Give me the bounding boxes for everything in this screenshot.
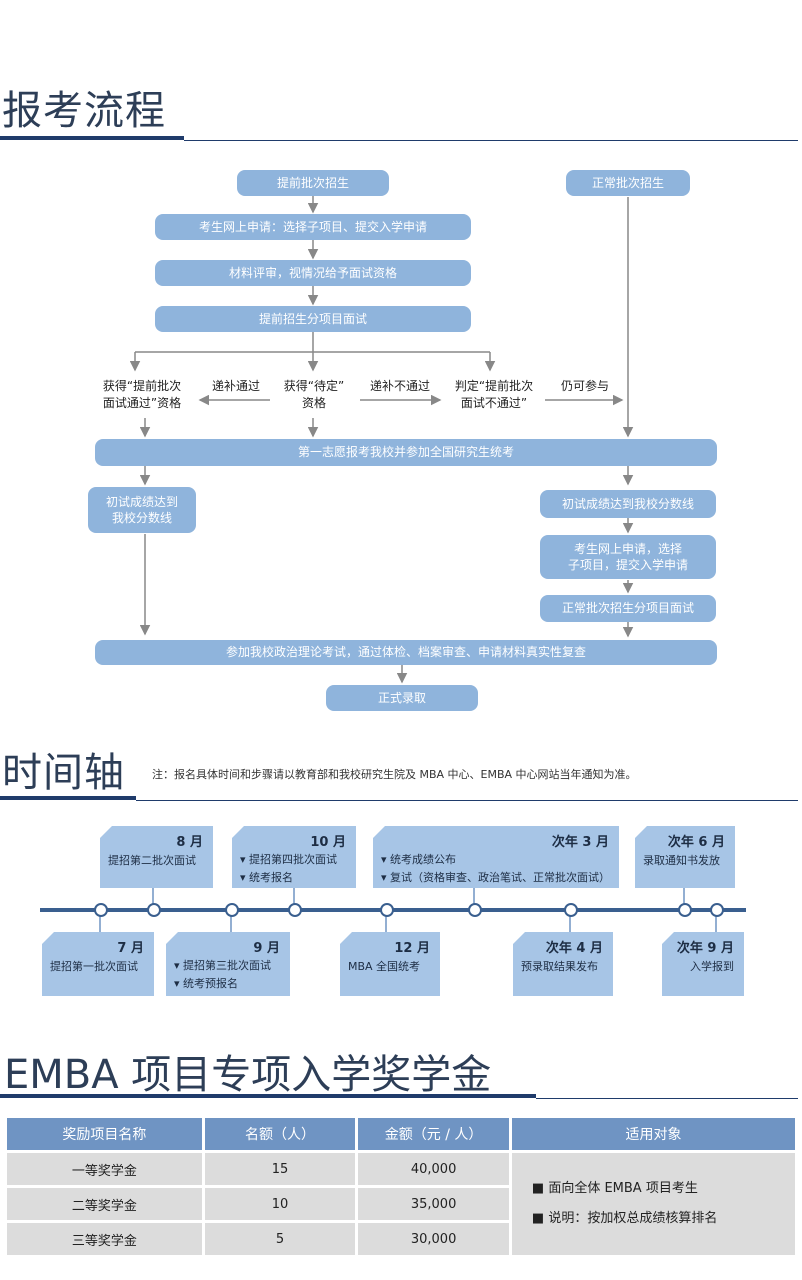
result-pass: 获得“提前批次 面试通过”资格 bbox=[102, 379, 182, 410]
timeline-title-underline bbox=[0, 796, 136, 800]
scholarship-title: EMBA 项目专项入学奖学金 bbox=[4, 1052, 492, 1098]
event-text: ▾ 复试（资格审查、政治笔试、正常批次面试） bbox=[381, 871, 611, 884]
header-cell: 奖励项目名称 bbox=[7, 1118, 202, 1150]
timeline-event-bottom: 次年 9 月 入学报到 bbox=[662, 932, 744, 996]
timeline-event-top: 次年 3 月 ▾ 统考成绩公布 ▾ 复试（资格审查、政治笔试、正常批次面试） bbox=[373, 826, 619, 888]
timeline-stems bbox=[99, 888, 717, 932]
scholarship-title-rule bbox=[536, 1098, 798, 1099]
flow-connectors bbox=[129, 195, 634, 684]
normal-batch-box: 正常批次招生 bbox=[566, 170, 690, 196]
early-interview-box: 提前招生分项目面试 bbox=[155, 306, 471, 332]
event-month: 9 月 bbox=[253, 941, 280, 956]
event-month: 10 月 bbox=[310, 835, 346, 850]
event-text: ▾ 统考预报名 bbox=[174, 977, 239, 990]
timeline-event-top: 8 月 提招第二批次面试 bbox=[100, 826, 213, 888]
supplement-fail-label: 递补不通过 bbox=[369, 379, 430, 393]
event-text: 入学报到 bbox=[690, 960, 734, 973]
online-apply-box: 考生网上申请：选择子项目、提交入学申请 bbox=[155, 214, 471, 240]
result-fail: 判定“提前批次 面试不通过” bbox=[454, 379, 534, 410]
event-month: 8 月 bbox=[176, 835, 203, 850]
timeline-dot bbox=[564, 903, 578, 917]
table-cell: 三等奖学金 bbox=[7, 1223, 202, 1255]
timeline-dot bbox=[94, 903, 108, 917]
timeline-event-bottom: 次年 4 月 预录取结果发布 bbox=[513, 932, 613, 996]
title-rule bbox=[184, 140, 798, 141]
event-text: ▾ 统考成绩公布 bbox=[381, 853, 457, 866]
event-month: 次年 9 月 bbox=[676, 941, 734, 956]
table-cell: 10 bbox=[204, 1188, 356, 1220]
result-pending: 获得“待定” 资格 bbox=[283, 379, 345, 410]
political-exam-box: 参加我校政治理论考试，通过体检、档案审查、申请材料真实性复查 bbox=[95, 640, 717, 665]
timeline-event-bottom: 12 月 MBA 全国统考 bbox=[340, 932, 440, 996]
timeline-event-bottom: 7 月 提招第一批次面试 bbox=[42, 932, 154, 996]
event-month: 次年 4 月 bbox=[545, 941, 603, 956]
timeline-title: 时间轴 bbox=[2, 750, 125, 796]
target-cell: ■ 面向全体 EMBA 项目考生 ■ 说明：按加权总成绩核算排名 bbox=[511, 1153, 795, 1255]
timeline-dot bbox=[380, 903, 394, 917]
header-cell: 金额（元 / 人） bbox=[358, 1118, 509, 1150]
supplement-pass-label: 递补通过 bbox=[211, 379, 260, 393]
table-cell: 30,000 bbox=[358, 1223, 509, 1255]
score-right-box: 初试成绩达到我校分数线 bbox=[540, 490, 716, 518]
timeline-dot bbox=[468, 903, 482, 917]
event-text: 提招第二批次面试 bbox=[108, 854, 196, 867]
table-cell: 35,000 bbox=[358, 1188, 509, 1220]
score-left-box: 初试成绩达到 我校分数线 bbox=[88, 487, 196, 533]
table-cell: 一等奖学金 bbox=[7, 1153, 202, 1185]
event-text: ▾ 提招第三批次面试 bbox=[174, 959, 272, 972]
timeline-event-top: 次年 6 月 录取通知书发放 bbox=[635, 826, 735, 888]
event-month: 7 月 bbox=[117, 941, 144, 956]
material-review-box: 材料评审，视情况给予面试资格 bbox=[155, 260, 471, 286]
event-text: ▾ 提招第四批次面试 bbox=[240, 853, 338, 866]
event-month: 次年 6 月 bbox=[667, 835, 725, 850]
event-text: 提招第一批次面试 bbox=[50, 960, 138, 973]
timeline-event-top: 10 月 ▾ 提招第四批次面试 ▾ 统考报名 bbox=[232, 826, 356, 888]
table-row: 三等奖学金 5 30,000 bbox=[7, 1223, 795, 1255]
timeline-dot bbox=[288, 903, 302, 917]
admission-box: 正式录取 bbox=[326, 685, 478, 711]
table-cell: 15 bbox=[204, 1153, 356, 1185]
event-text: ▾ 统考报名 bbox=[240, 871, 294, 884]
timeline-dot bbox=[710, 903, 724, 917]
timeline-dot bbox=[225, 903, 239, 917]
still-join-label: 仍可参与 bbox=[560, 379, 609, 393]
event-text: 录取通知书发放 bbox=[643, 854, 720, 867]
target-line: ■ 面向全体 EMBA 项目考生 bbox=[531, 1181, 698, 1197]
table-cell: 5 bbox=[204, 1223, 356, 1255]
target-line: ■ 说明：按加权总成绩核算排名 bbox=[531, 1211, 718, 1226]
national-exam-box: 第一志愿报考我校并参加全国研究生统考 bbox=[95, 439, 717, 466]
timeline-note: 注：报名具体时间和步骤请以教育部和我校研究生院及 MBA 中心、EMBA 中心网… bbox=[152, 768, 637, 781]
table-cell: 二等奖学金 bbox=[7, 1188, 202, 1220]
scholarship-table: 奖励项目名称 名额（人） 金额（元 / 人） 适用对象 一等奖学金 15 40,… bbox=[4, 1115, 798, 1258]
online-apply-right-box: 考生网上申请，选择 子项目，提交入学申请 bbox=[540, 535, 716, 579]
table-header-row: 奖励项目名称 名额（人） 金额（元 / 人） 适用对象 bbox=[7, 1118, 795, 1150]
event-month: 次年 3 月 bbox=[551, 835, 609, 850]
timeline-event-bottom: 9 月 ▾ 提招第三批次面试 ▾ 统考预报名 bbox=[166, 932, 290, 996]
title-underline bbox=[0, 136, 184, 140]
timeline-title-rule bbox=[136, 800, 798, 801]
table-row: 一等奖学金 15 40,000 ■ 面向全体 EMBA 项目考生 ■ 说明：按加… bbox=[7, 1153, 795, 1255]
early-batch-box: 提前批次招生 bbox=[237, 170, 389, 196]
header-cell: 适用对象 bbox=[511, 1118, 795, 1150]
table-row: 二等奖学金 10 35,000 bbox=[7, 1188, 795, 1220]
timeline-dot bbox=[147, 903, 161, 917]
timeline-dot bbox=[678, 903, 692, 917]
event-text: 预录取结果发布 bbox=[521, 960, 598, 973]
header-cell: 名额（人） bbox=[204, 1118, 356, 1150]
normal-interview-box: 正常批次招生分项目面试 bbox=[540, 595, 716, 622]
table-cell: 40,000 bbox=[358, 1153, 509, 1185]
process-title: 报考流程 bbox=[2, 88, 166, 134]
event-month: 12 月 bbox=[394, 941, 430, 956]
event-text: MBA 全国统考 bbox=[348, 960, 421, 973]
scholarship-title-underline bbox=[0, 1094, 536, 1098]
